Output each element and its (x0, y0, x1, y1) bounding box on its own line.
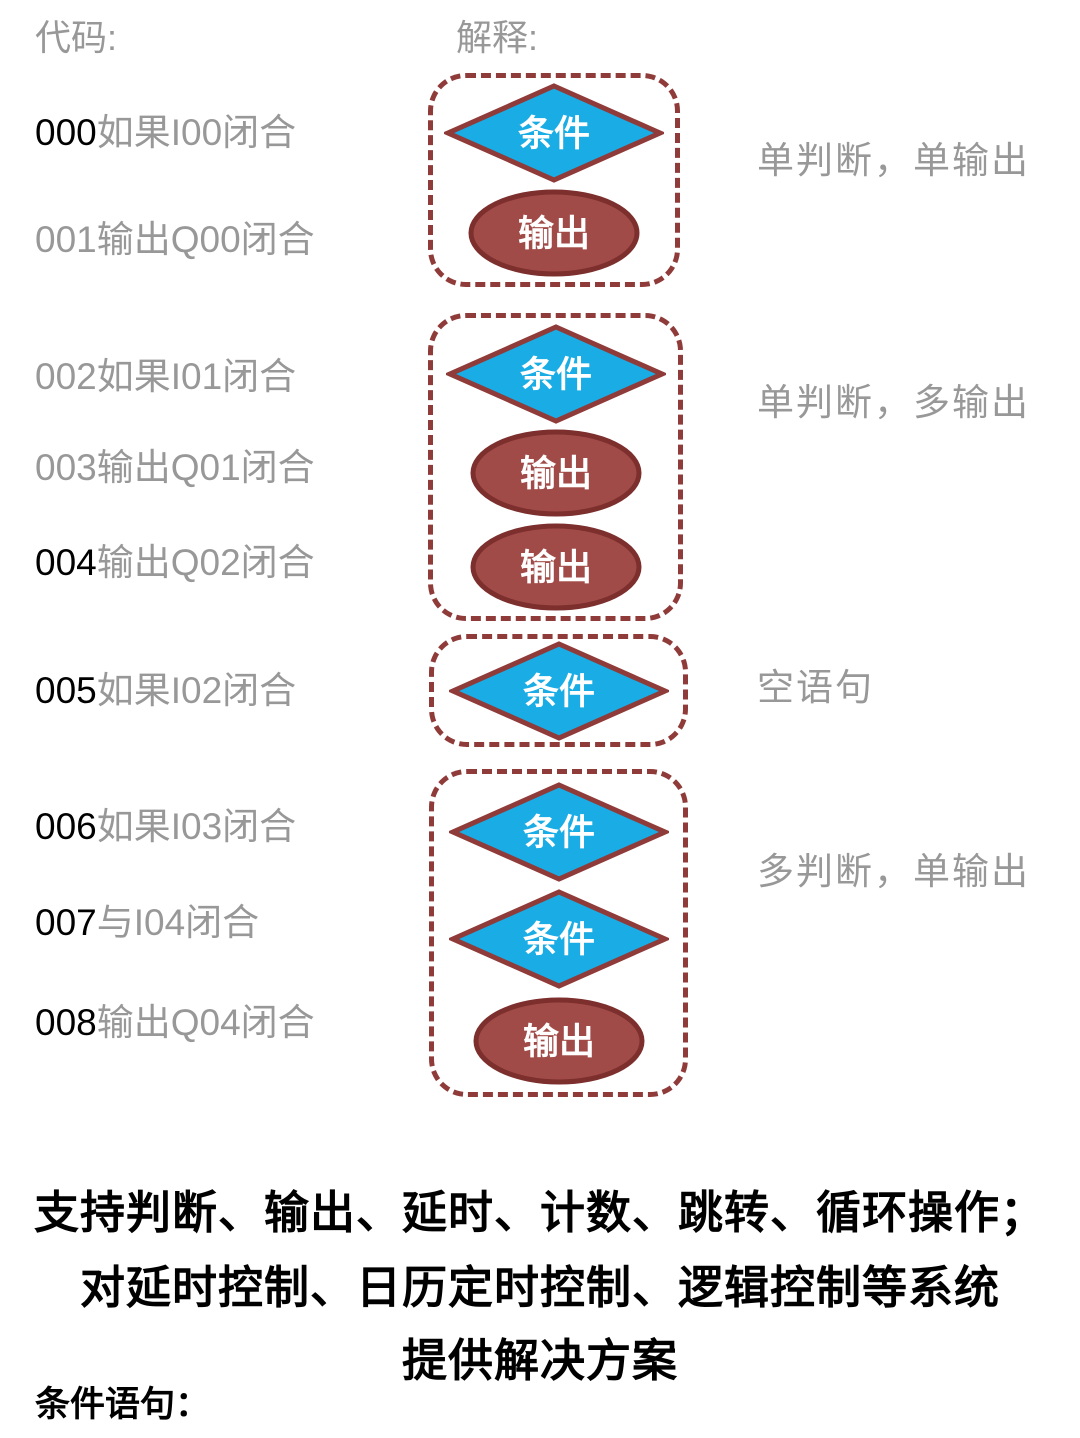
condition-label: 条件 (518, 113, 590, 154)
condition-diamond: 条件 (444, 83, 664, 184)
line-number: 001 (35, 219, 97, 260)
line-text: 输出Q01闭合 (96, 447, 315, 488)
line-number: 004 (35, 542, 97, 583)
condition-label: 条件 (522, 811, 594, 852)
line-text: 如果I03闭合 (96, 806, 297, 847)
line-text: 如果I01闭合 (96, 356, 297, 397)
output-label: 输出 (518, 212, 590, 253)
output-label: 输出 (519, 453, 591, 494)
line-number: 003 (35, 447, 97, 488)
line-number: 002 (35, 356, 97, 397)
code-line-008: 008输出Q04闭合 (35, 1002, 315, 1044)
condition-diamond: 条件 (445, 323, 666, 424)
code-line-004: 004输出Q02闭合 (35, 542, 315, 584)
explain-column-header: 解释: (456, 17, 539, 58)
output-ellipse: 输出 (473, 997, 644, 1084)
line-text: 输出Q04闭合 (96, 1002, 315, 1043)
code-line-001: 001输出Q00闭合 (35, 219, 315, 261)
line-number: 005 (35, 670, 97, 711)
line-text: 输出Q00闭合 (96, 219, 315, 260)
code-line-006: 006如果I03闭合 (35, 806, 296, 848)
code-line-005: 005如果I02闭合 (35, 670, 296, 712)
group-box-2: 条件 输出 输出 (428, 313, 683, 621)
group-box-1: 条件 输出 (428, 73, 680, 287)
line-number: 007 (35, 902, 97, 943)
line-number: 006 (35, 806, 97, 847)
output-label: 输出 (519, 546, 591, 587)
condition-diamond: 条件 (448, 781, 669, 882)
line-number: 000 (35, 112, 97, 153)
condition-label: 条件 (519, 353, 591, 394)
code-column-header: 代码: (35, 17, 118, 58)
line-text: 输出Q02闭合 (96, 542, 315, 583)
group-label-3: 空语句 (757, 667, 874, 708)
group-label-1: 单判断，单输出 (757, 140, 1030, 181)
code-line-000: 000如果I00闭合 (35, 112, 296, 154)
condition-label: 条件 (522, 670, 594, 711)
output-label: 输出 (522, 1020, 594, 1061)
output-ellipse: 输出 (470, 523, 641, 610)
condition-label: 条件 (522, 919, 594, 960)
group-label-2: 单判断，多输出 (757, 382, 1030, 423)
footer-line-1: 支持判断、输出、延时、计数、跳转、循环操作； (33, 1187, 1046, 1238)
footer-line-3: 提供解决方案 (401, 1335, 678, 1386)
output-ellipse: 输出 (468, 189, 640, 277)
line-number: 008 (35, 1002, 97, 1043)
code-line-007: 007与I04闭合 (35, 902, 259, 944)
line-text: 与I04闭合 (96, 902, 260, 943)
group-box-4: 条件 条件 输出 (429, 769, 688, 1097)
condition-diamond: 条件 (448, 640, 669, 741)
group-label-4: 多判断，单输出 (757, 851, 1030, 892)
line-text: 如果I02闭合 (96, 670, 297, 711)
code-line-002: 002如果I01闭合 (35, 356, 296, 398)
footer-line-2: 对延时控制、日历定时控制、逻辑控制等系统 (79, 1262, 1000, 1313)
code-line-003: 003输出Q01闭合 (35, 447, 315, 489)
output-ellipse: 输出 (470, 429, 641, 517)
condition-statement-section-title: 条件语句： (35, 1385, 211, 1424)
group-box-3: 条件 (429, 634, 688, 747)
line-text: 如果I00闭合 (96, 112, 297, 153)
condition-diamond: 条件 (448, 889, 669, 989)
